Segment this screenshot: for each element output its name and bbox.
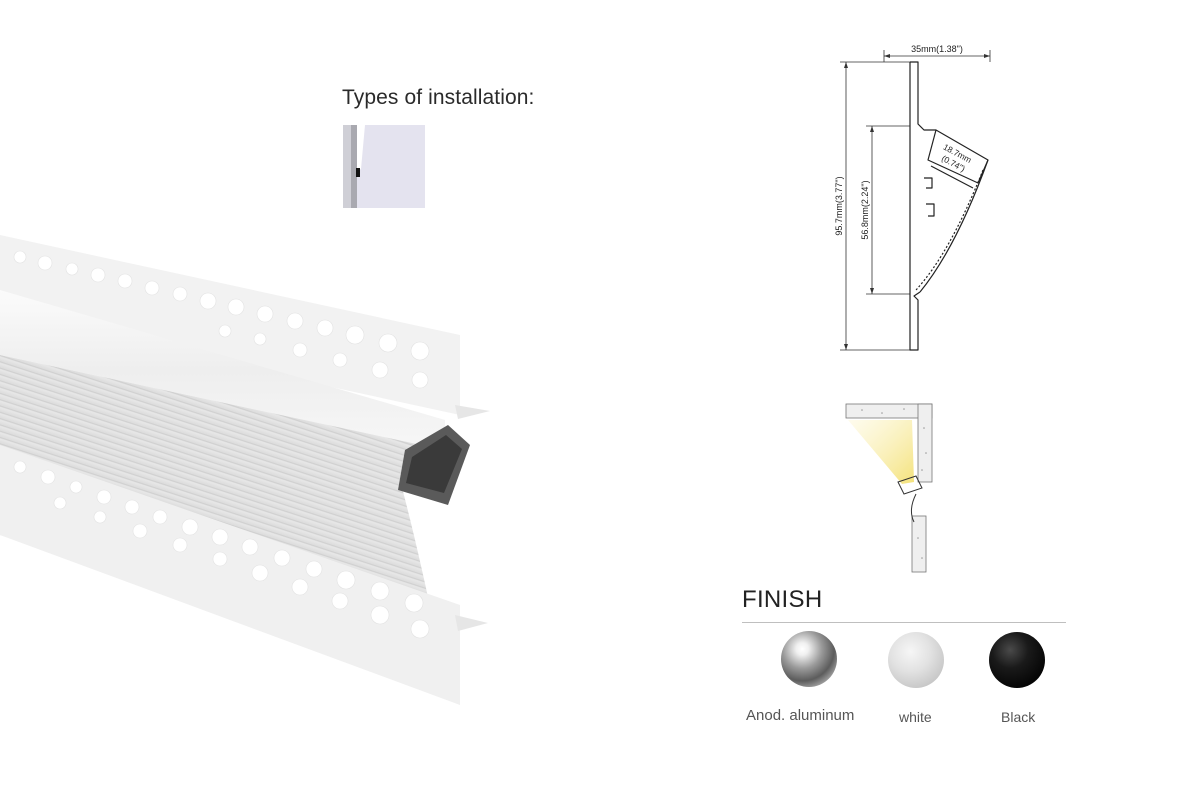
finish-title: FINISH [742, 586, 823, 613]
finish-swatch-black[interactable] [989, 632, 1045, 688]
product-render-image [0, 235, 490, 705]
installation-section-drawing [845, 403, 933, 573]
finish-label-white: white [899, 709, 932, 725]
total-height-label: 95.7mm(3.77") [834, 176, 844, 235]
finish-swatch-anodized-aluminum[interactable] [781, 631, 837, 687]
installation-title: Types of installation: [342, 86, 535, 109]
finish-swatch-white[interactable] [888, 632, 944, 688]
inner-height-label: 56.8mm(2.24") [860, 180, 870, 239]
dimension-drawing: 35mm(1.38") 95.7mm(3.77") 56.8mm(2.24") … [834, 44, 991, 351]
wall-corner-install-icon [343, 125, 425, 208]
width-dimension-label: 35mm(1.38") [911, 44, 963, 54]
finish-label-anodized-aluminum: Anod. aluminum [746, 707, 855, 724]
finish-label-black: Black [1001, 709, 1036, 725]
finish-divider [742, 622, 1066, 623]
